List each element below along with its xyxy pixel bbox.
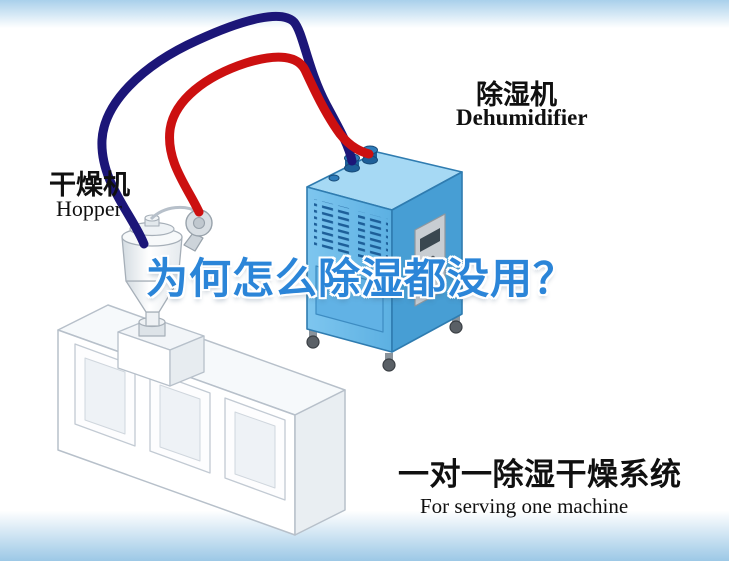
blower-hub	[192, 216, 206, 230]
hopper-label-en: Hopper	[56, 196, 122, 221]
control-button	[422, 269, 428, 275]
hopper-outlet-tube	[145, 311, 160, 327]
dehumidifier-lower-panel	[315, 265, 384, 333]
control-button	[430, 265, 436, 271]
control-panel	[414, 213, 446, 307]
vent-grille	[314, 199, 352, 258]
extruder-panel-inner	[84, 357, 126, 435]
red-pipe	[165, 52, 374, 217]
dehumidifier-unit	[306, 145, 463, 372]
caption-zh: 一对一除湿干燥系统	[398, 457, 682, 492]
control-button	[422, 259, 428, 265]
dehumidifier-wheels	[306, 315, 463, 372]
control-display	[420, 228, 440, 252]
vent-grille	[358, 211, 388, 268]
headline-text: 为何怎么除湿都没用？	[146, 255, 577, 302]
caption-en: For serving one machine	[420, 494, 629, 518]
extruder-end-face	[294, 389, 346, 536]
hopper-label-zh: 干燥机	[49, 170, 130, 200]
dehumidifier-label-zh: 除湿机	[476, 80, 557, 110]
extruder-panel-inner	[159, 384, 201, 462]
extruder-panel-inner	[234, 411, 276, 489]
extruder-machine	[57, 304, 346, 536]
control-button	[430, 255, 436, 261]
top-knob	[328, 174, 340, 182]
feed-section-side	[169, 335, 205, 387]
dehumidifier-label-en: Dehumidifier	[456, 105, 588, 130]
